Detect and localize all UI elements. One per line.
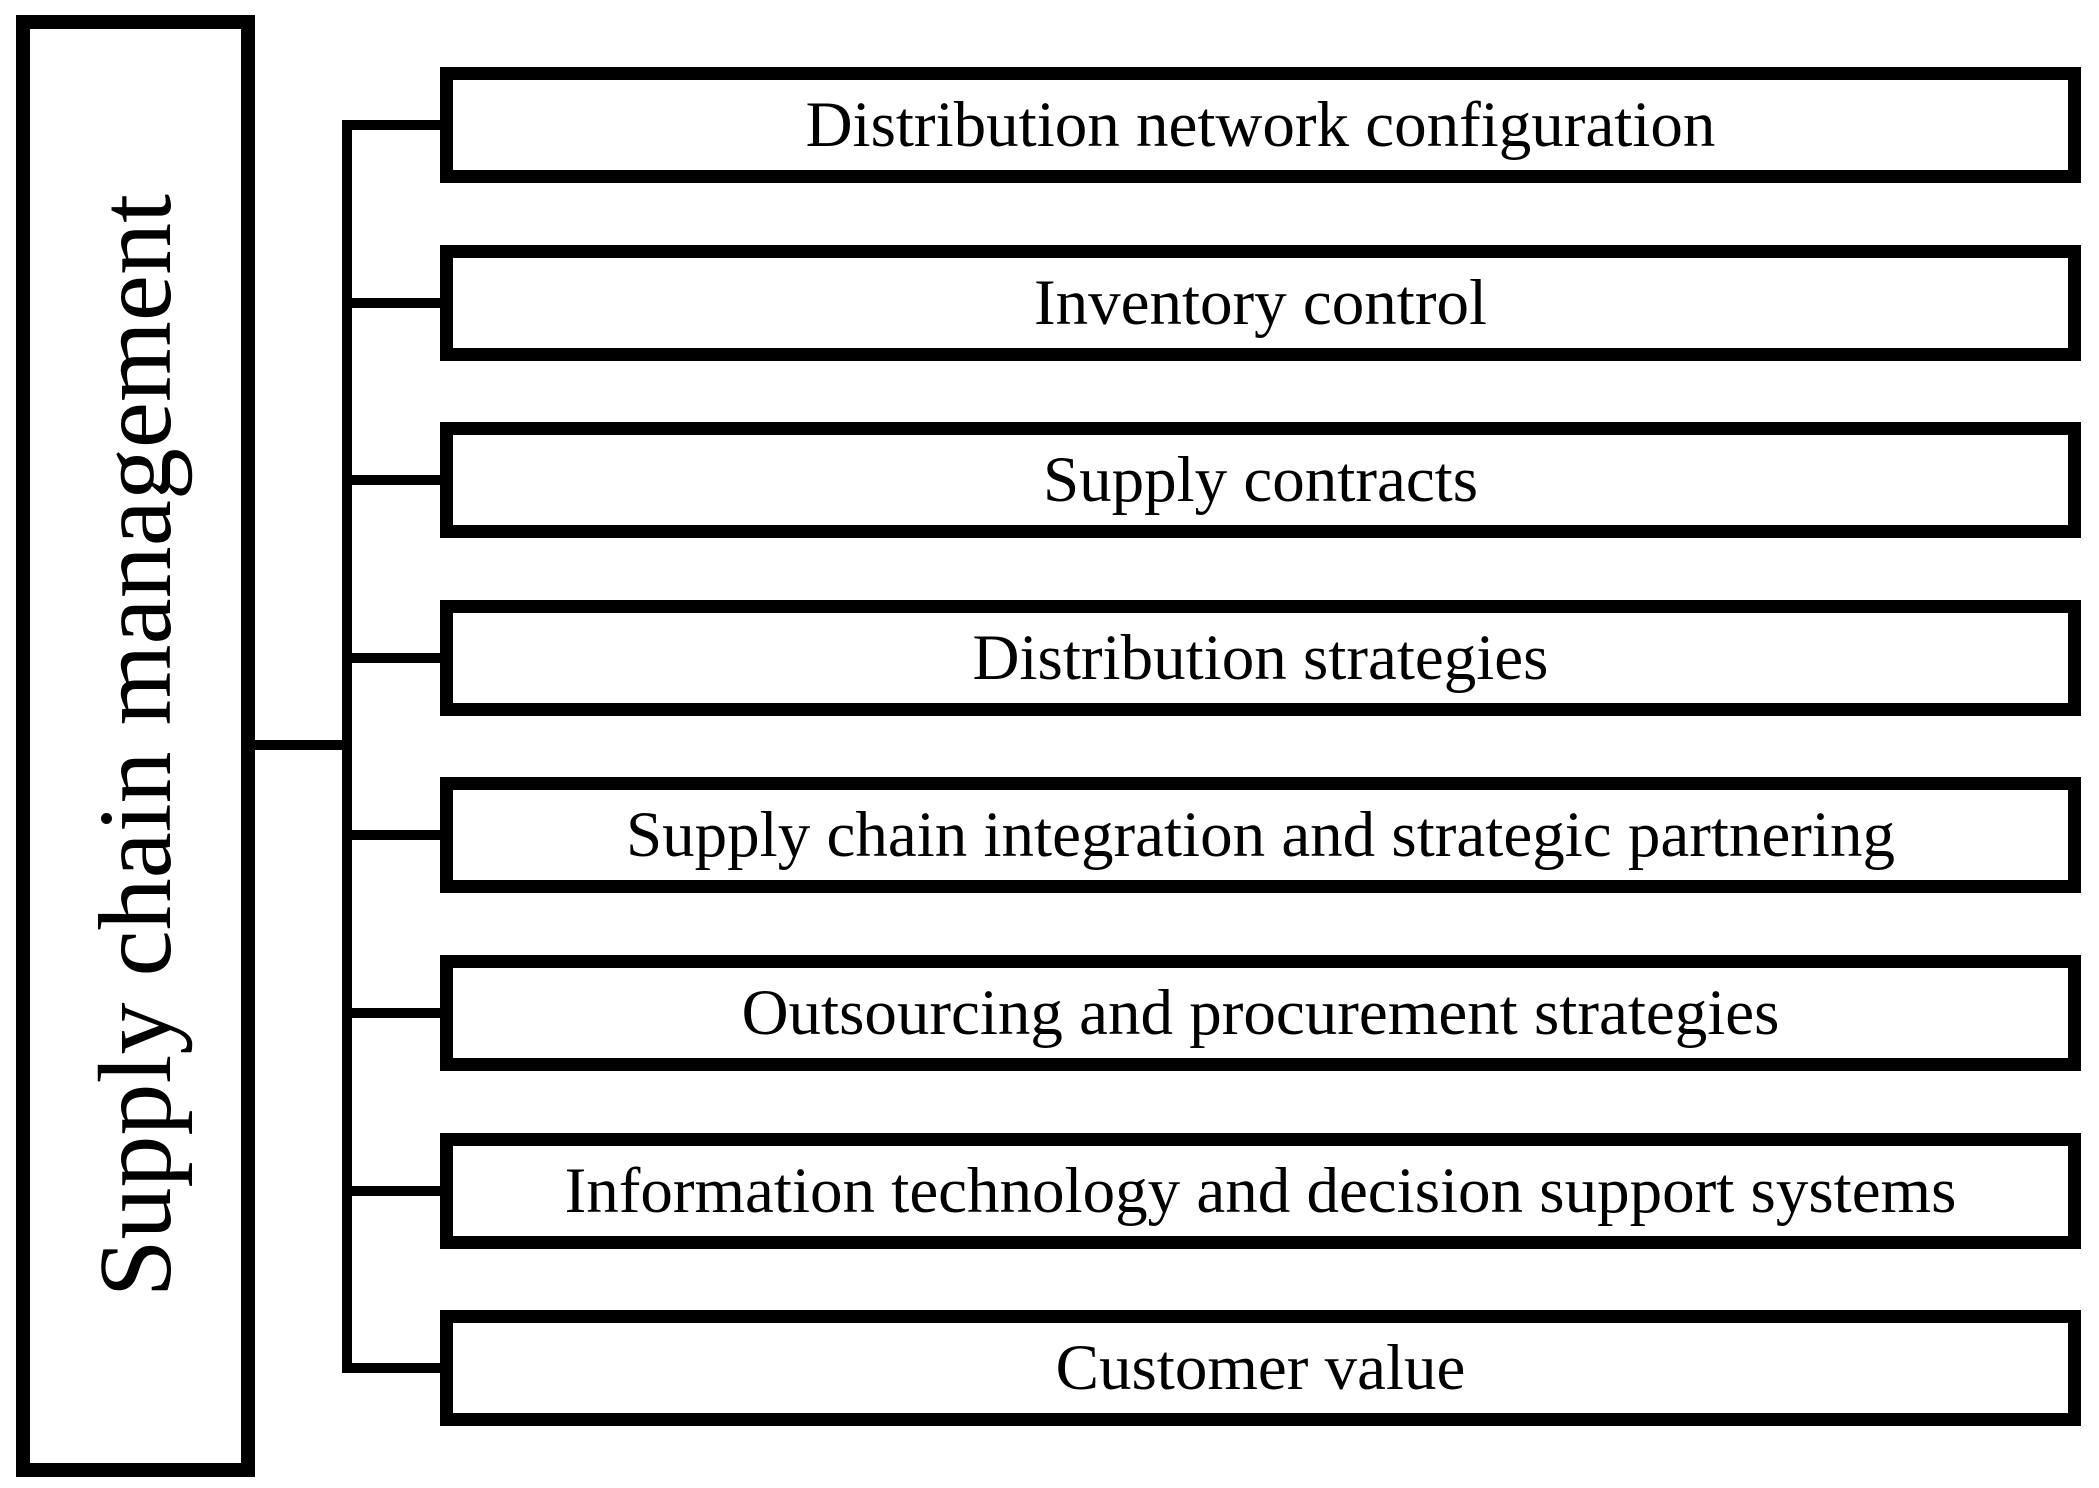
branch-line-4: [347, 653, 440, 663]
root-node-supply-chain-management: Supply chain management: [16, 15, 255, 1477]
branch-box-distribution-strategies: Distribution strategies: [440, 600, 2081, 716]
branch-label: Inventory control: [1033, 266, 1488, 339]
branch-box-customer-value: Customer value: [440, 1310, 2081, 1426]
branch-box-outsourcing-and-procurement-strategies: Outsourcing and procurement strategies: [440, 955, 2081, 1071]
branch-line-7: [347, 1186, 440, 1196]
branch-line-6: [347, 1008, 440, 1018]
branch-label: Supply contracts: [1042, 443, 1479, 516]
branch-line-3: [347, 475, 440, 485]
root-connector-line: [255, 740, 352, 750]
branch-line-1: [347, 120, 440, 130]
root-node-label: Supply chain management: [77, 194, 193, 1298]
branch-label: Distribution network configuration: [805, 88, 1716, 161]
branch-label: Outsourcing and procurement strategies: [741, 976, 1780, 1049]
branch-line-2: [347, 298, 440, 308]
branch-box-inventory-control: Inventory control: [440, 245, 2081, 361]
branch-label: Customer value: [1055, 1331, 1466, 1404]
branch-label: Supply chain integration and strategic p…: [626, 798, 1895, 871]
branch-line-8: [347, 1363, 440, 1373]
branch-label: Distribution strategies: [972, 621, 1549, 694]
branch-box-supply-contracts: Supply contracts: [440, 422, 2081, 538]
spine-line: [342, 120, 352, 1373]
branch-box-distribution-network-configuration: Distribution network configuration: [440, 67, 2081, 183]
branch-box-information-technology-and-decision-support-systems: Information technology and decision supp…: [440, 1133, 2081, 1249]
branch-box-supply-chain-integration-and-strategic-partnering: Supply chain integration and strategic p…: [440, 777, 2081, 893]
branch-label: Information technology and decision supp…: [564, 1154, 1957, 1227]
branch-line-5: [347, 830, 440, 840]
